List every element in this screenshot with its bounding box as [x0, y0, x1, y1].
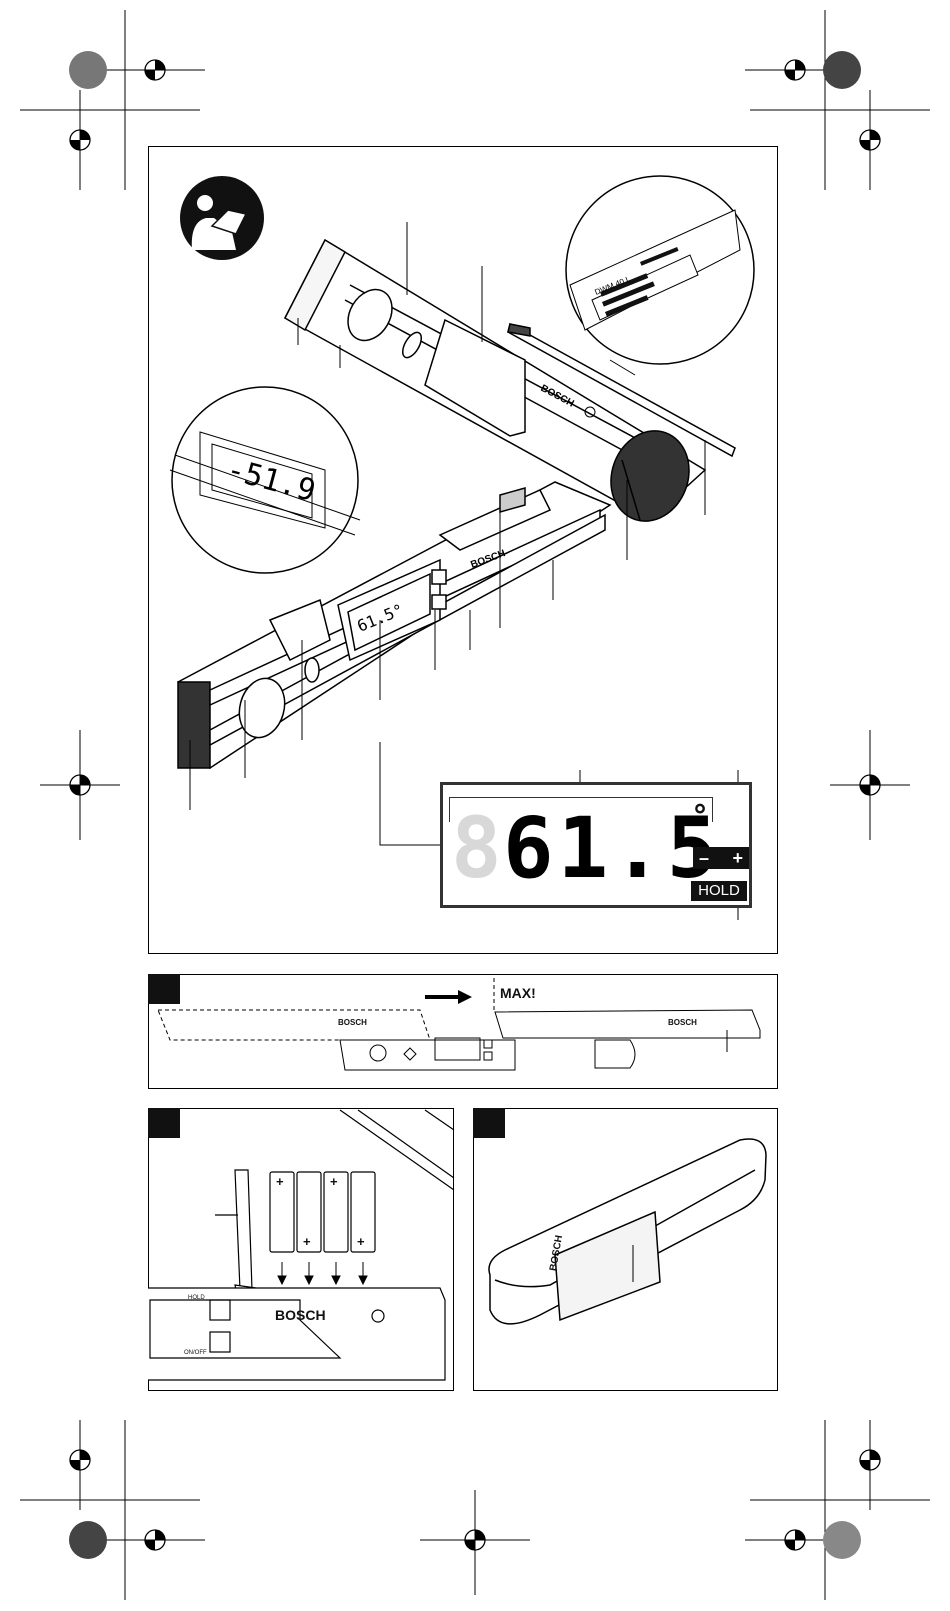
fig-c-case-illustration [0, 0, 950, 1611]
